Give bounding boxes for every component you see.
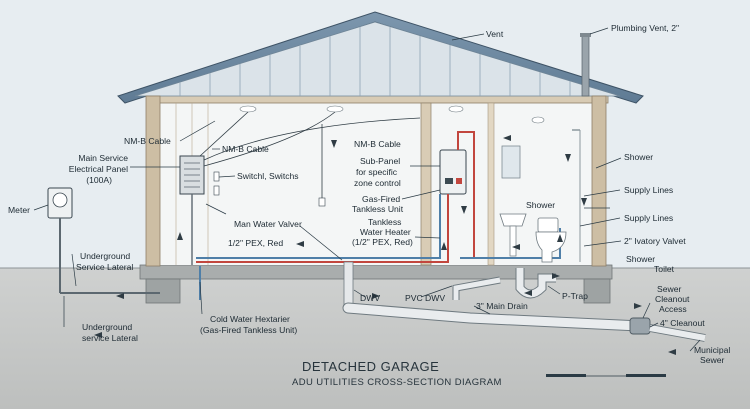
sink [499,213,527,227]
outlet-box [318,197,326,207]
sewer-cleanout [629,317,651,335]
footing-left [145,278,181,304]
label-main-water-valve: Man Water Valver [234,219,302,229]
label-nmb-cable-3: NM-B Cable [354,139,401,149]
label-plumbing-vent: Plumbing Vent, 2" [611,23,679,33]
plumbing-vent-pipe [581,35,590,97]
attic-space [134,21,621,97]
label-gasfired-2: Tankless Unit [352,204,404,214]
label-sewer-cleanout-3: Access [659,304,687,314]
switch-box-2 [213,185,220,196]
bath-mirror [501,145,521,179]
diagram-subtitle: ADU UTILITIES CROSS-SECTION DIAGRAM [292,377,502,388]
label-main-panel-3: (100A) [86,175,112,185]
label-lavatory-valve: 2" Ivatory Valvet [624,236,686,246]
label-subpanel-1: Sub-Panel [360,156,400,166]
label-cold-water-1: Cold Water Hextarier [210,314,290,324]
label-nmb-cable-2: NM-B Cable [222,144,269,154]
label-tankless-1: Tankless [368,217,401,227]
main-drain-pipe [343,303,645,331]
label-shower-2: Shower [624,152,653,162]
label-cold-water-2: (Gas-Fired Tankless Unit) [200,325,297,335]
toilet-tank [537,217,559,233]
label-main-drain: 3" Main Drain [476,301,528,311]
left-wall [145,95,161,267]
plumbing-vent-cap [580,33,591,37]
label-underground-2a: Underground [82,322,132,332]
municipal-sewer-pipe [649,325,706,341]
heater-indicator [456,178,462,184]
label-subpanel-2: for specific [356,167,398,177]
scale-bar [546,374,666,377]
roof [117,11,644,104]
diagram-title: DETACHED GARAGE [302,359,439,374]
label-sewer-cleanout-1: Sewer [657,284,681,294]
ceiling-lights [239,105,545,124]
panel-breakers [184,162,200,188]
label-toilet: Toilet [654,264,675,274]
label-shower-3: Shower [626,254,655,264]
label-tankless-2: Water Heater [360,227,411,237]
nmb-cables [199,111,421,200]
footing-right [583,278,611,304]
label-cleanout-4: 4" Cleanout [660,318,705,328]
meter-dial [52,192,68,208]
label-underground-1b: Service Lateral [76,262,133,272]
label-meter: Meter [8,205,30,215]
label-subpanel-3: zone control [354,178,401,188]
bath-wall [487,102,495,266]
label-pex-red: 1/2" PEX, Red [228,238,283,248]
switch-box-1 [213,171,220,182]
house-interior [152,100,604,265]
hot-water-pex [196,131,475,263]
interior-wall [420,102,432,266]
label-switches: Switchl, Switchs [237,171,299,181]
label-vent: Vent [486,29,504,39]
label-tankless-3: (1/2" PEX, Red) [352,237,413,247]
tankless-water-heater [439,149,467,195]
label-main-panel-2: Electrical Panel [69,164,128,174]
label-underground-1a: Underground [80,251,130,261]
label-ptrap: P-Trap [562,291,588,301]
sink-pedestal [509,225,517,257]
label-sewer-cleanout-2: Cleanout [655,294,690,304]
label-municipal-1: Municipal [694,345,730,355]
label-shower-1: Shower [526,200,555,210]
roof-rafters [179,27,571,96]
label-dwv: DWV [360,293,380,303]
label-supply-lines-1: Supply Lines [624,185,673,195]
leader-lines [33,27,701,352]
label-supply-lines-2: Supply Lines [624,213,673,223]
label-nmb-cable-1: NM-B Cable [124,136,171,146]
label-gasfired-1: Gas-Fired [362,194,400,204]
label-pvc-dwv: PVC DWV [405,293,445,303]
flow-arrows [94,135,676,355]
label-main-panel-1: Main Service [78,153,128,163]
ground [0,268,750,409]
label-municipal-2: Sewer [700,355,724,365]
label-underground-2b: service Lateral [82,333,138,343]
branch-drain [453,277,501,300]
heater-display [445,178,453,184]
right-wall [591,95,607,267]
